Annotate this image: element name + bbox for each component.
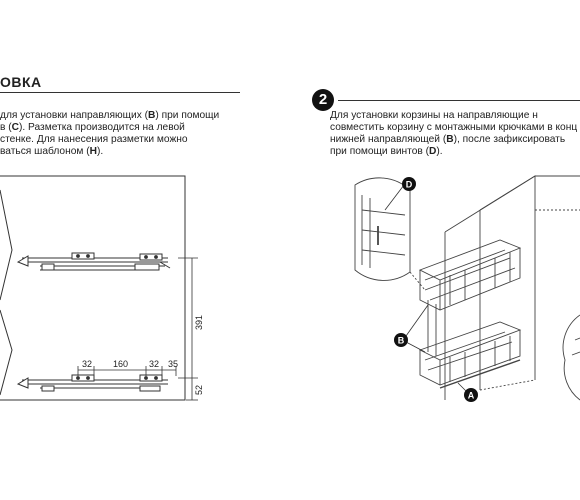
- right-line-3: нижней направляющей (B), после зафиксиро…: [330, 134, 566, 145]
- right-instruction-paragraph: Для установки корзины на направляющие н …: [330, 110, 580, 158]
- cabinet-basket-drawing: [354, 175, 580, 401]
- right-line-2: совместить корзину с монтажными крючками…: [330, 122, 578, 133]
- callout-b: B: [394, 304, 429, 353]
- lower-rail: [16, 374, 168, 392]
- upper-rail: [16, 252, 171, 271]
- callout-d-label: D: [406, 180, 413, 190]
- section-heading: ОВКА: [0, 74, 42, 90]
- callout-a: A: [457, 382, 478, 402]
- left-line-1: для установки направляющих (B) при помощ…: [0, 110, 220, 121]
- dim-32-left: 32: [82, 359, 92, 369]
- detail-loupe: [354, 177, 426, 291]
- dimension-lines: [77, 257, 198, 401]
- dim-32-right: 32: [149, 359, 159, 369]
- step-rule: [338, 100, 580, 101]
- cabinet-side-drawing: [0, 175, 198, 401]
- callout-b-label: B: [398, 336, 405, 346]
- callout-a-label: A: [468, 391, 475, 401]
- left-instruction-paragraph: для установки направляющих (B) при помощ…: [0, 110, 238, 158]
- dim-391: 391: [194, 315, 204, 330]
- step-number-badge: 2: [312, 89, 334, 111]
- right-line-4: при помощи винтов (D).: [330, 146, 443, 157]
- right-line-1: Для установки корзины на направляющие н: [330, 110, 538, 121]
- left-line-2: в (C). Разметка производится на левой: [0, 122, 185, 133]
- heading-rule: [0, 92, 240, 93]
- left-line-3: стенке. Для нанесения разметки можно: [0, 134, 188, 145]
- upper-basket: [418, 239, 522, 311]
- dim-35: 35: [168, 359, 178, 369]
- dim-160: 160: [113, 359, 128, 369]
- dim-52: 52: [194, 385, 204, 395]
- callout-d: D: [384, 177, 416, 211]
- lower-basket: [418, 321, 522, 386]
- left-line-4: ваться шаблоном (H).: [0, 146, 104, 157]
